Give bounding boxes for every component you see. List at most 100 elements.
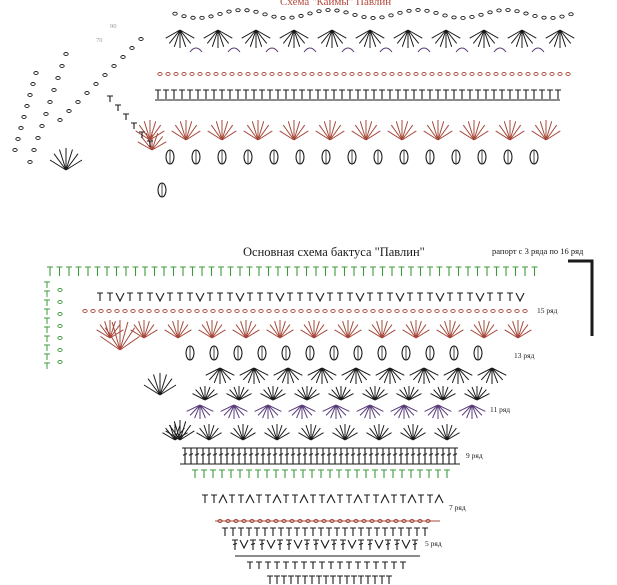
- half-dc-stitch: [341, 266, 348, 276]
- half-dc-stitch: [199, 266, 205, 276]
- chain-stitch: [197, 72, 203, 76]
- chain-stitch: [386, 309, 392, 313]
- half-dc-stitch: [267, 292, 273, 301]
- half-dc-stitch: [339, 89, 345, 99]
- shell-fan: [220, 404, 248, 419]
- half-dc-stitch: [113, 266, 120, 276]
- half-dc-stitch: [270, 527, 276, 536]
- double-crochet-stitch: [206, 447, 212, 464]
- chain-stitch: [146, 309, 152, 313]
- half-dc-stitch: [180, 266, 186, 276]
- half-dc-stitch: [265, 561, 271, 569]
- double-crochet-stitch: [356, 447, 362, 464]
- double-crochet-stitch: [331, 539, 337, 550]
- half-dc-stitch: [332, 266, 338, 276]
- half-dc-stitch: [398, 527, 404, 536]
- half-dc-stitch: [318, 527, 324, 536]
- chain-stitch: [24, 104, 30, 108]
- half-dc-stitch: [309, 469, 315, 478]
- shell-fan: [243, 120, 273, 141]
- half-dc-stitch: [336, 469, 342, 478]
- shell-fan: [469, 29, 499, 48]
- half-dc-stitch: [345, 469, 351, 478]
- v-stitch: [515, 292, 525, 303]
- half-dc-stitch: [256, 561, 262, 569]
- chain-stitch: [130, 309, 136, 313]
- double-crochet-stitch: [278, 447, 284, 464]
- half-dc-stitch: [56, 266, 63, 276]
- chain-stitch: [421, 72, 427, 76]
- chain-stitch: [258, 309, 264, 313]
- half-dc-stitch: [344, 575, 350, 584]
- double-crochet-stitch: [284, 447, 290, 464]
- row-label-13: 13 ряд: [514, 351, 535, 360]
- chain-stitch: [253, 9, 259, 14]
- half-dc-stitch: [507, 89, 513, 99]
- shell-fan: [294, 386, 320, 401]
- half-dc-stitch: [414, 527, 420, 536]
- chain-stitch: [568, 12, 574, 17]
- chain-stitch: [533, 72, 539, 76]
- chain-stitch: [120, 55, 126, 59]
- half-dc-stitch: [203, 89, 209, 99]
- half-dc-stitch: [255, 469, 261, 478]
- half-dc-stitch: [307, 292, 313, 301]
- half-dc-stitch: [319, 494, 325, 503]
- double-crochet-stitch: [380, 447, 386, 464]
- chain-stitch: [261, 72, 267, 76]
- double-crochet-stitch: [182, 447, 188, 464]
- shell-fan: [431, 29, 461, 48]
- shell-fan: [230, 424, 256, 441]
- double-crochet-stitch: [254, 447, 260, 464]
- shell-fan: [436, 320, 464, 339]
- shell-fan: [165, 420, 195, 441]
- chain-stitch: [388, 13, 394, 18]
- half-dc-stitch: [259, 89, 265, 99]
- half-dc-stitch: [307, 89, 313, 99]
- chain-stitch: [381, 72, 387, 76]
- shell-fan: [130, 320, 158, 339]
- half-dc-stitch: [354, 469, 360, 478]
- shell-fan: [298, 424, 324, 441]
- half-dc-stitch: [299, 89, 305, 99]
- half-dc-stitch: [322, 266, 329, 276]
- shell-fan: [504, 320, 532, 339]
- chain-stitch: [262, 12, 268, 17]
- half-dc-stitch: [327, 469, 333, 478]
- half-dc-stitch: [208, 266, 215, 276]
- chain-stitch: [31, 148, 37, 152]
- half-dc-stitch: [265, 266, 272, 276]
- chain-stitch: [218, 309, 224, 313]
- chain-stitch: [190, 15, 196, 20]
- main-bactus-chart: [44, 266, 538, 584]
- half-dc-stitch: [316, 575, 322, 584]
- half-dc-stitch: [302, 575, 308, 584]
- edge-stitch: [44, 362, 50, 369]
- shell-fan: [393, 29, 423, 48]
- shell-fan: [396, 386, 422, 401]
- chain-stitch: [482, 309, 488, 313]
- double-crochet-stitch: [236, 447, 242, 464]
- shell-fan: [198, 320, 226, 339]
- side-mark-1: 90: [110, 23, 117, 30]
- double-crochet-stitch: [452, 447, 458, 464]
- decrease-stitch: [218, 493, 228, 504]
- main-chart-title: Основная схема бактуса "Павлин": [243, 245, 425, 259]
- edge-stitch: [44, 281, 50, 288]
- double-crochet-stitch: [422, 447, 428, 464]
- v-stitch: [320, 539, 330, 550]
- half-dc-stitch: [395, 89, 401, 99]
- double-crochet-stitch: [200, 447, 206, 464]
- chain-stitch: [378, 309, 384, 313]
- chain-stitch: [460, 16, 466, 20]
- shell-fan: [164, 320, 192, 339]
- half-dc-stitch: [187, 89, 193, 99]
- half-dc-stitch: [334, 527, 340, 536]
- chain-stitch: [514, 309, 520, 313]
- v-stitch: [235, 292, 245, 303]
- double-crochet-stitch: [286, 539, 292, 550]
- half-dc-stitch: [127, 292, 133, 301]
- chain-stitch: [549, 72, 555, 76]
- half-dc-stitch: [247, 561, 253, 569]
